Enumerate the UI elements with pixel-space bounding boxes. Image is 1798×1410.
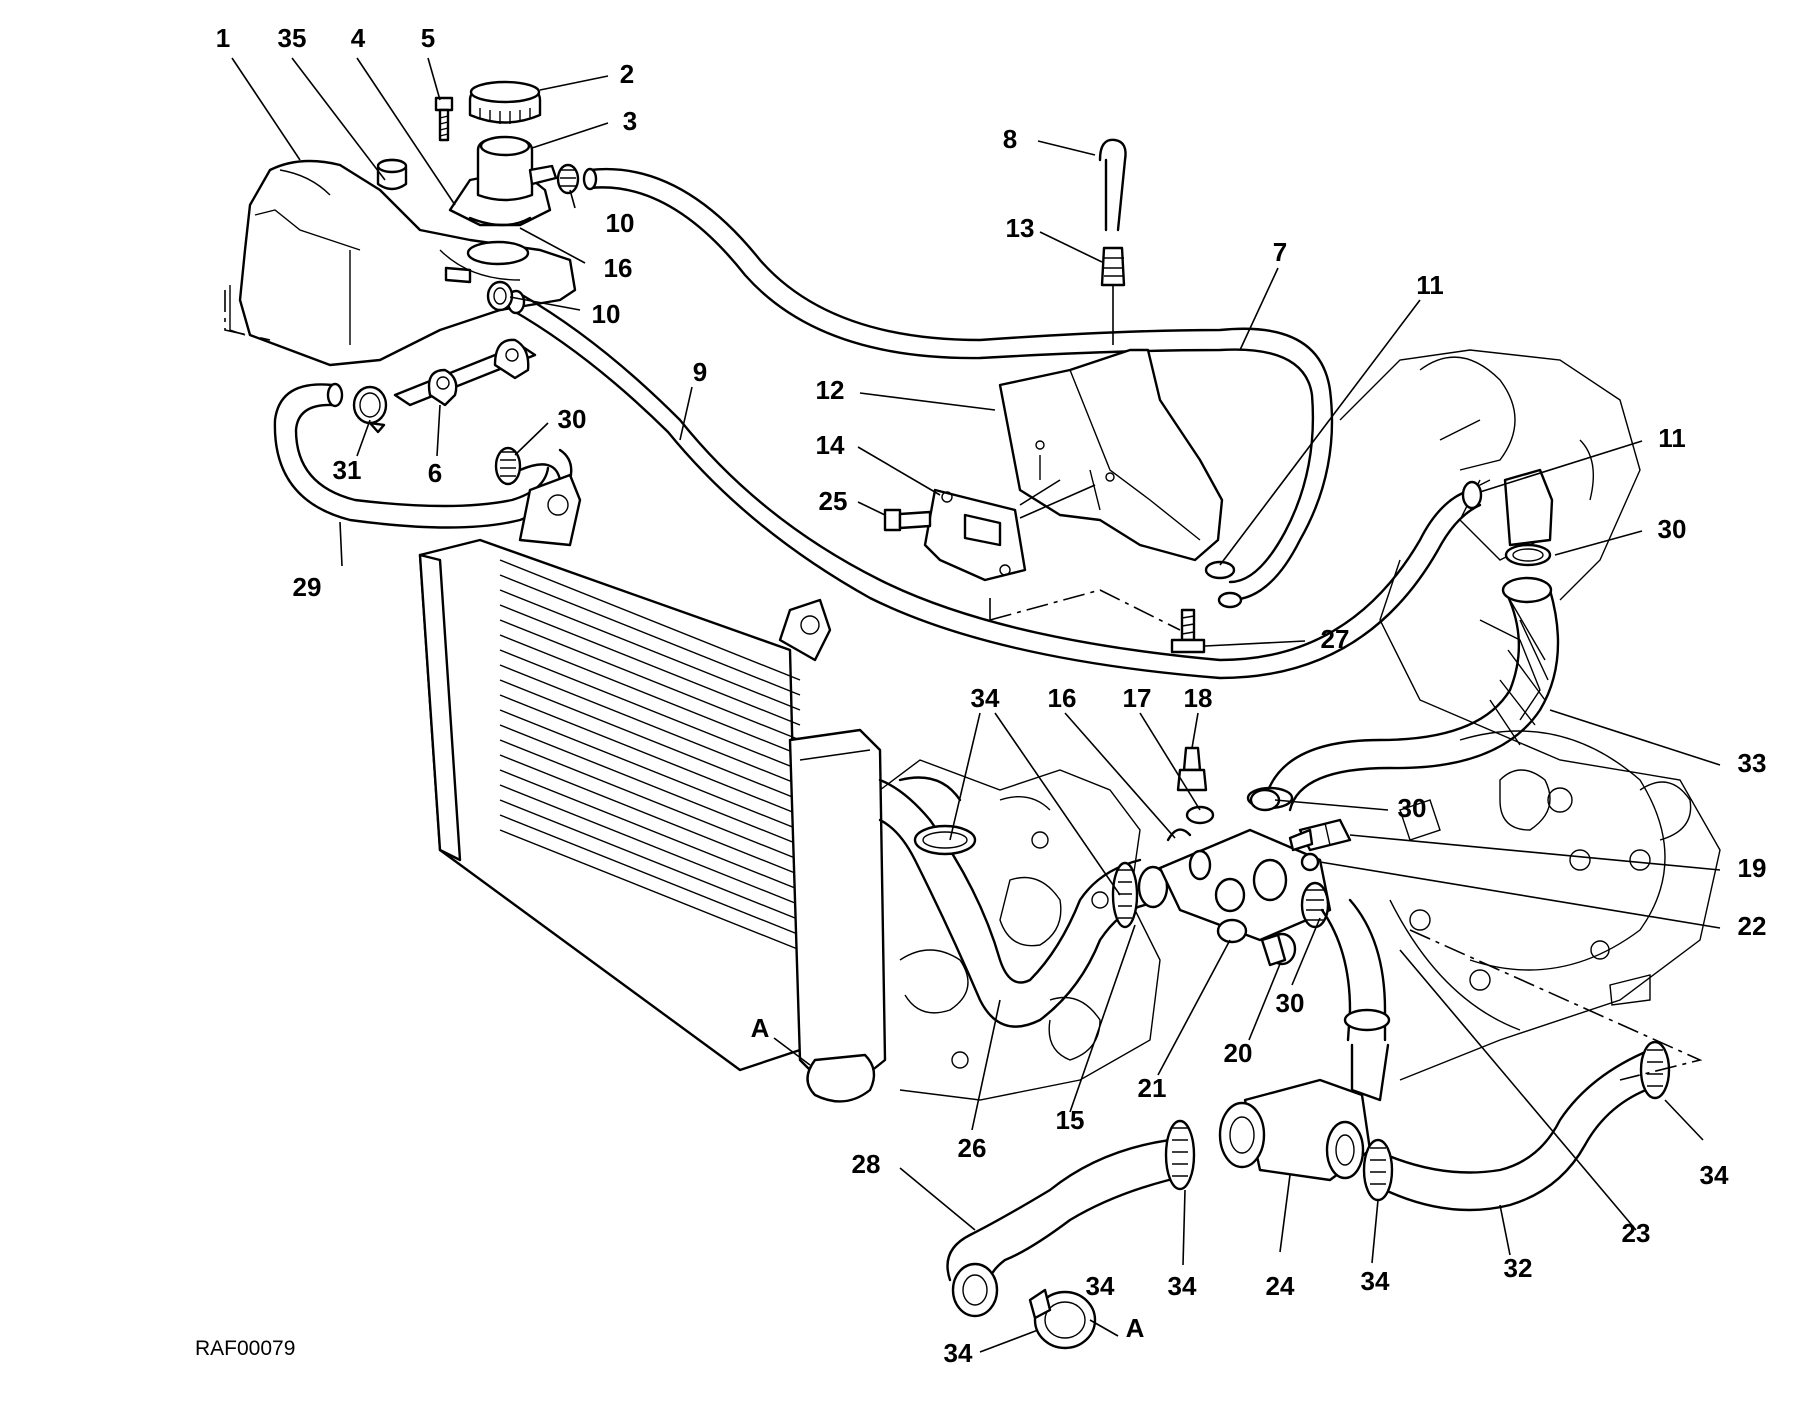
radiator [418, 473, 887, 1103]
screw [434, 96, 454, 142]
expansion-tank [229, 159, 577, 367]
callout-34-hose32: 34 [1700, 1160, 1729, 1190]
callout-8: 8 [1003, 124, 1017, 154]
callout-34-hose28: 34 [1086, 1271, 1115, 1301]
callout-6: 6 [428, 458, 442, 488]
callout-30-lower: 30 [1276, 988, 1305, 1018]
callout-15: 15 [1056, 1105, 1085, 1135]
hose-32 [1373, 1048, 1662, 1212]
callout-2: 2 [620, 59, 634, 89]
hose-clamp-10-lower [486, 280, 514, 312]
hose-28 [946, 1138, 1192, 1318]
callout-34-tee-left: 34 [1168, 1271, 1197, 1301]
hose-clamp-30-fitting [1249, 788, 1330, 929]
callout-19: 19 [1738, 853, 1767, 883]
filler-cap [468, 80, 542, 124]
hose-33 [1263, 576, 1560, 812]
callout-16-fitting: 16 [1048, 683, 1077, 713]
callout-29: 29 [293, 572, 322, 602]
callout-30-upper: 30 [558, 404, 587, 434]
callout-5: 5 [421, 23, 435, 53]
callout-21: 21 [1138, 1073, 1167, 1103]
hose-clamp-31 [352, 385, 388, 434]
callout-11-cover: 11 [1416, 270, 1444, 300]
thermostat-fitting [1137, 828, 1332, 942]
callout-24: 24 [1266, 1271, 1295, 1301]
hose-clamp-30-upper [494, 446, 522, 486]
callout-3: 3 [623, 106, 637, 136]
filler-neck [448, 135, 558, 227]
callout-31: 31 [333, 455, 362, 485]
callout-30-engine: 30 [1658, 514, 1687, 544]
callout-28: 28 [852, 1149, 881, 1179]
callout-34-radiator: 34 [971, 683, 1000, 713]
callout-11-engine: 11 [1658, 423, 1686, 453]
bracket-screw [883, 508, 932, 532]
callout-16-upper: 16 [604, 253, 633, 283]
hose-26 [878, 776, 1147, 1028]
rubber-cap [376, 158, 408, 191]
hose-clamp-34-bottom [1028, 1288, 1097, 1350]
callout-A-radiator: A [751, 1013, 770, 1043]
hose-clamp-30-mid [1504, 543, 1552, 567]
hose-clamp-34-hose32-right [1639, 1040, 1671, 1100]
callout-17: 17 [1123, 683, 1152, 713]
callout-10-lower: 10 [592, 299, 621, 329]
alignment-line-tank [224, 290, 271, 341]
callout-9: 9 [693, 357, 707, 387]
hose-clamp-34-fitting [1111, 861, 1139, 929]
callout-22: 22 [1738, 911, 1767, 941]
leader-lines [231, 57, 1721, 1353]
engine-outlet-pipe [1461, 468, 1554, 547]
gasket-16 [1166, 828, 1192, 842]
tee-piece [1218, 1078, 1372, 1182]
alignment-line-27 [989, 589, 1181, 631]
callout-27: 27 [1321, 624, 1350, 654]
bolt-20 [1260, 932, 1297, 967]
callout-26: 26 [958, 1133, 987, 1163]
cover-panel [998, 348, 1224, 562]
callout-23: 23 [1622, 1218, 1651, 1248]
hose-fitting-to-tee [1320, 898, 1391, 1102]
hose-clamp-34-hose32-left [1362, 1138, 1394, 1202]
washer-21 [1216, 918, 1248, 944]
bolt-27 [1170, 608, 1206, 654]
vent-pipe [1098, 138, 1127, 232]
callout-7: 7 [1273, 237, 1287, 267]
hose-clamp-10-upper [556, 163, 580, 195]
tank-bolt [444, 266, 472, 284]
callout-1: 1 [216, 23, 230, 53]
callout-33: 33 [1738, 748, 1767, 778]
callout-34-bottom: 34 [944, 1338, 973, 1368]
callout-25: 25 [819, 486, 848, 516]
callout-35: 35 [278, 23, 307, 53]
callout-4: 4 [351, 23, 366, 53]
engine-crankcase [879, 349, 1721, 1101]
callout-A-bottom: A [1126, 1313, 1145, 1343]
hose-clamp-34-hose28 [1164, 1119, 1196, 1191]
callout-20: 20 [1224, 1038, 1253, 1068]
hose-clamp-34-upper [913, 824, 977, 856]
callout-34-tee-right: 34 [1361, 1266, 1390, 1296]
callout-30-fitting: 30 [1398, 793, 1427, 823]
mounting-bracket [923, 479, 1096, 582]
callout-14: 14 [816, 430, 845, 460]
gasket-top [468, 216, 532, 227]
tank-bracket [393, 338, 537, 407]
callout-13: 13 [1006, 213, 1035, 243]
callout-12: 12 [816, 375, 845, 405]
callout-10-upper: 10 [606, 208, 635, 238]
alignment-line-23 [1409, 929, 1703, 1081]
washer-17 [1185, 805, 1215, 825]
hose-clamp-11-lower [1204, 560, 1243, 609]
callout-32: 32 [1504, 1253, 1533, 1283]
callout-labels: 1 35 4 5 2 3 10 16 10 8 13 7 11 12 14 25… [216, 23, 1767, 1368]
callout-18: 18 [1184, 683, 1213, 713]
sensor-19 [1288, 818, 1352, 852]
plug-22 [1300, 852, 1320, 872]
reference-code: RAF00079 [195, 1337, 295, 1360]
vent-fitting [1100, 246, 1126, 345]
sensor-18 [1176, 746, 1208, 792]
